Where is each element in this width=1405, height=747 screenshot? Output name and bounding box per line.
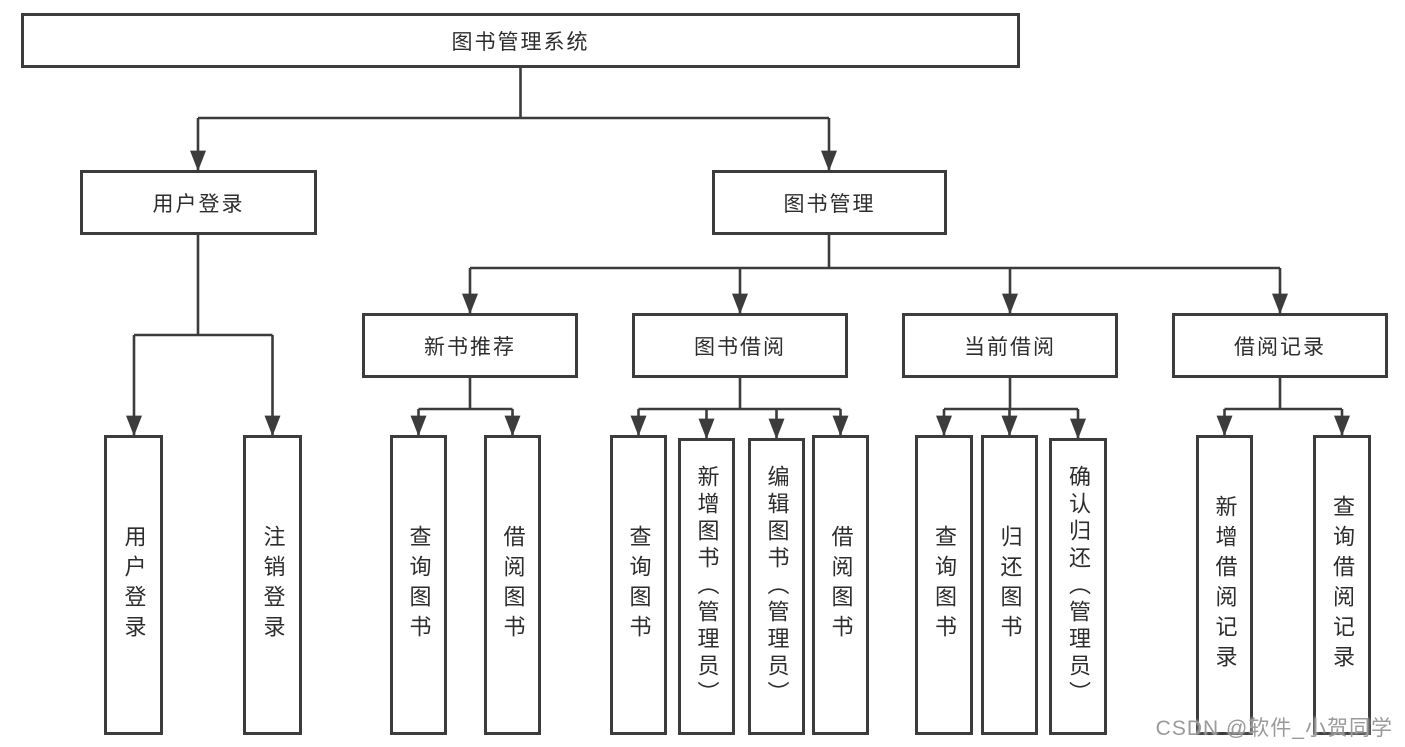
csdn-watermark: CSDN @软件_小贺同学 (1155, 717, 1393, 740)
tree-arrows (126, 118, 1350, 440)
root-branch (198, 68, 829, 120)
leaf-return-books: 归还图书 (981, 435, 1038, 735)
node-borrowing-records: 借阅记录 (1172, 313, 1388, 378)
node-book-borrowing: 图书借阅 (632, 313, 848, 378)
node-new-book-recommend: 新书推荐 (362, 313, 578, 378)
leaf-query-books-recommend: 查询图书 (390, 435, 447, 735)
leaf-add-books-admin: 新增图书（管理员） (678, 438, 735, 735)
node-current-borrowing: 当前借阅 (902, 313, 1118, 378)
leaf-query-borrow-record: 查询借阅记录 (1313, 435, 1371, 735)
book-borrow-branch (638, 378, 841, 411)
leaf-borrow-books-recommend: 借阅图书 (484, 435, 541, 735)
leaf-user-login: 用户登录 (104, 435, 163, 735)
leaf-borrow-books-borrowing: 借阅图书 (812, 435, 869, 735)
leaf-query-books-current: 查询图书 (915, 435, 973, 735)
node-root-library-system: 图书管理系统 (21, 13, 1020, 68)
book-mgmt-branch (470, 235, 1280, 270)
leaf-query-books-borrowing: 查询图书 (610, 435, 667, 735)
current-borrow-branch (944, 378, 1078, 411)
leaf-edit-books-admin: 编辑图书（管理员） (748, 438, 805, 735)
leaf-add-borrow-record: 新增借阅记录 (1196, 435, 1253, 735)
tree-branch-bars (134, 68, 1342, 411)
user-login-branch (134, 235, 273, 337)
node-book-management: 图书管理 (712, 170, 947, 235)
borrow-record-branch (1224, 378, 1342, 411)
node-user-login: 用户登录 (80, 170, 317, 235)
new-book-branch (418, 378, 513, 411)
leaf-confirm-return-admin: 确认归还（管理员） (1049, 438, 1107, 735)
leaf-logout: 注销登录 (243, 435, 302, 735)
